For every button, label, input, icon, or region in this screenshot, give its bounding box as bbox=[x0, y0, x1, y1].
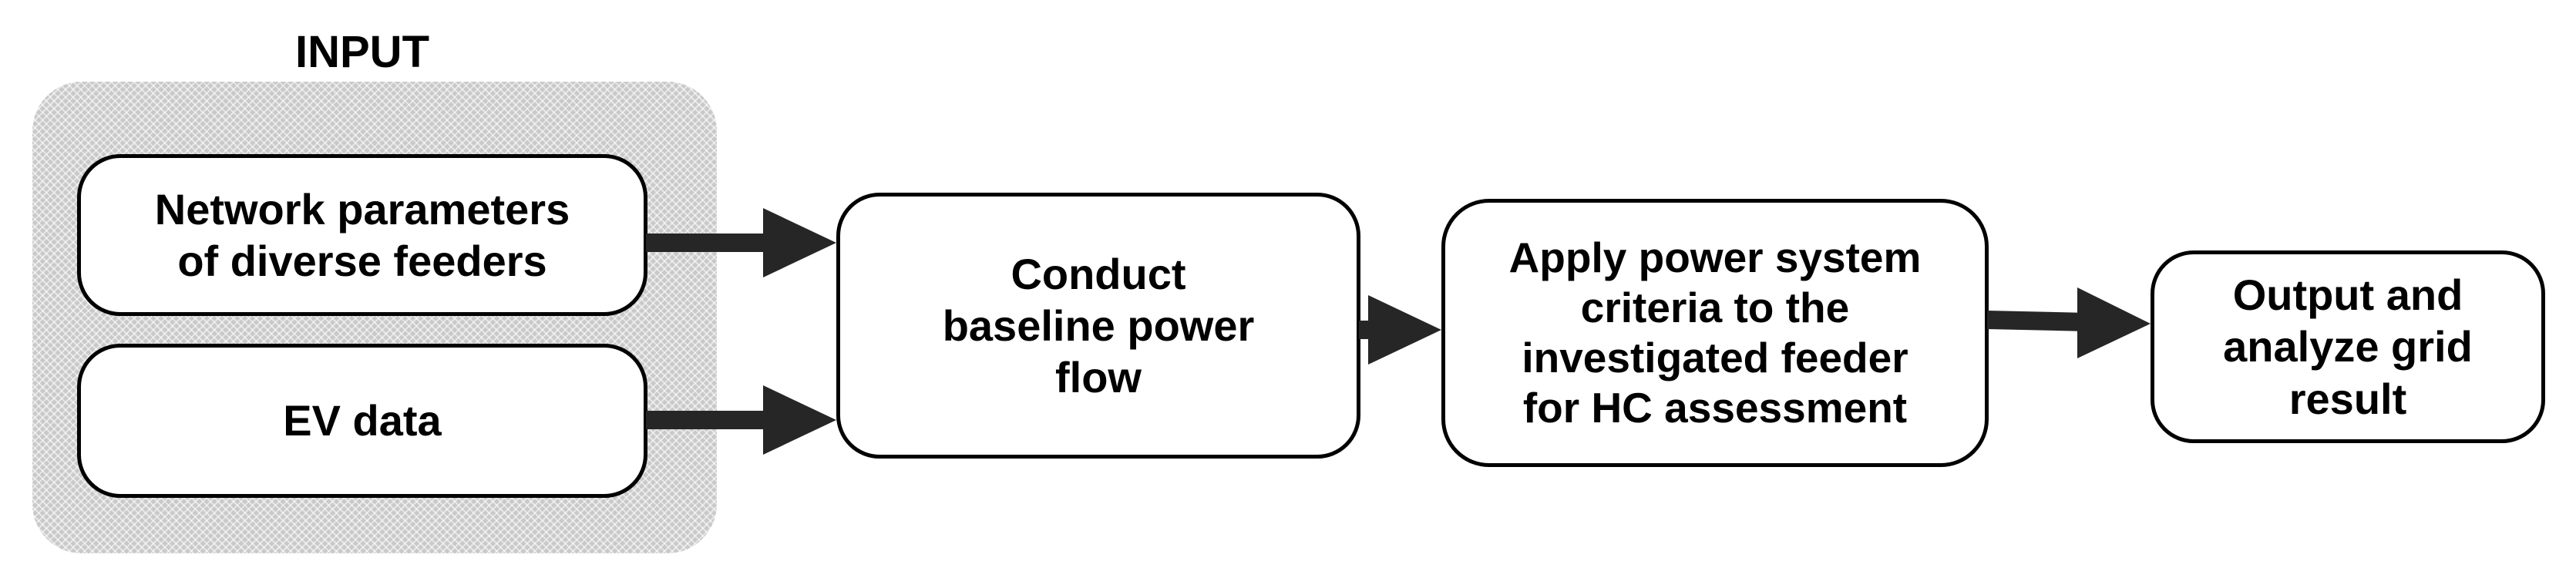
arrow-apply-to-output bbox=[1986, 287, 2151, 358]
network-parameters-node: Network parameters of diverse feeders bbox=[77, 154, 647, 316]
ev-data-node: EV data bbox=[77, 344, 647, 498]
arrow-network-to-baseline bbox=[646, 208, 836, 277]
baseline-power-flow-node: Conduct baseline power flow bbox=[836, 193, 1360, 459]
arrow-baseline-to-apply bbox=[1359, 295, 1441, 365]
apply-criteria-node: Apply power system criteria to the inves… bbox=[1441, 199, 1989, 467]
arrow-ev-to-baseline bbox=[646, 385, 836, 455]
output-analyze-node: Output and analyze grid result bbox=[2151, 250, 2545, 443]
input-group-label: INPUT bbox=[295, 26, 429, 77]
